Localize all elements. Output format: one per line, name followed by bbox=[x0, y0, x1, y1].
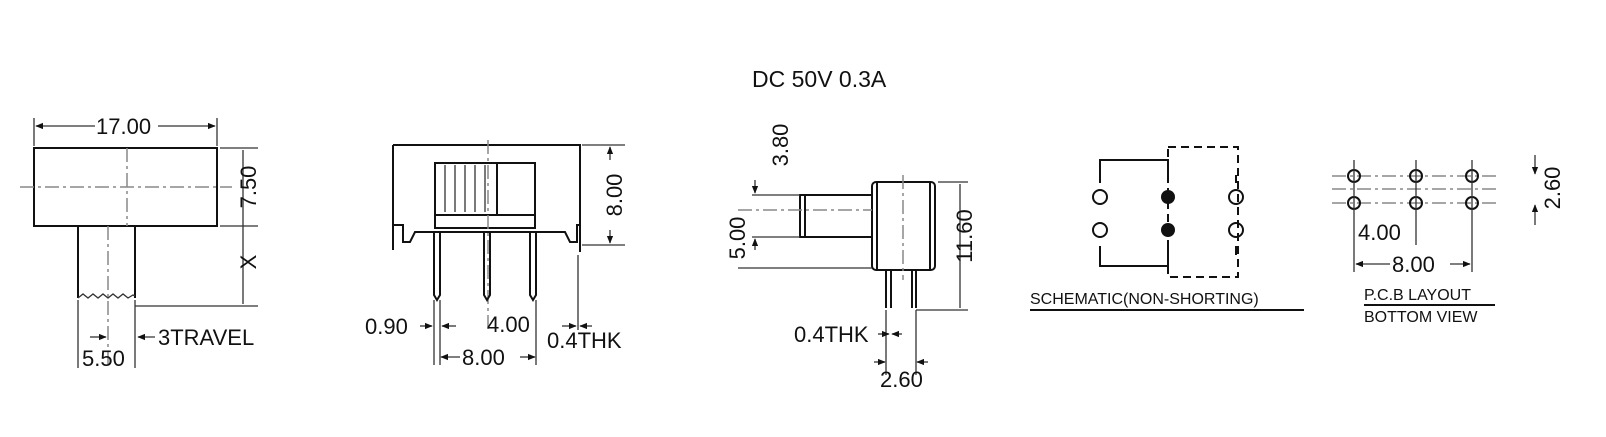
pin-span-dim: 8.00 bbox=[462, 345, 505, 370]
pin-width-dim: 0.90 bbox=[365, 314, 408, 339]
pcb-label-line1: P.C.B LAYOUT bbox=[1364, 287, 1471, 304]
pcb-layout: 2.60 4.00 8.00 P.C.B LAYOUT BOTTOM VIEW bbox=[1332, 155, 1565, 326]
height-dim: 8.00 bbox=[602, 174, 627, 217]
knob-dim: 3.80 bbox=[768, 124, 793, 167]
width-dim: 17.00 bbox=[96, 114, 151, 139]
thickness-dim: 0.4THK bbox=[794, 322, 869, 347]
stem-width-dim: 5.50 bbox=[82, 346, 125, 371]
thickness-dim: 0.4THK bbox=[547, 328, 622, 353]
span-dim: 8.00 bbox=[1392, 252, 1435, 277]
pin-pitch-dim: 4.00 bbox=[487, 312, 530, 337]
row-spacing-dim: 2.60 bbox=[1540, 167, 1565, 210]
pcb-label-line2: BOTTOM VIEW bbox=[1364, 309, 1478, 326]
rating-title: DC 50V 0.3A bbox=[752, 66, 887, 92]
schematic: SCHEMATIC(NON-SHORTING) bbox=[1030, 146, 1304, 311]
travel-label: 3TRAVEL bbox=[158, 325, 254, 350]
pitch-dim: 4.00 bbox=[1358, 220, 1401, 245]
knob-offset-dim: 5.00 bbox=[725, 217, 750, 260]
height-dim: 7.50 bbox=[236, 166, 261, 209]
height-dim: 11.60 bbox=[952, 209, 977, 262]
stem-dim: X bbox=[236, 254, 261, 269]
top-view: 8.00 0.90 4.00 0.4THK 8.00 bbox=[365, 140, 627, 370]
front-view: 17.00 7.50 X 3TRAVEL 5.50 bbox=[20, 114, 261, 371]
schematic-label: SCHEMATIC(NON-SHORTING) bbox=[1030, 291, 1259, 308]
pin-spacing-dim: 2.60 bbox=[880, 367, 923, 392]
side-view: 3.80 5.00 11.60 0.4THK 2.60 bbox=[725, 124, 977, 392]
